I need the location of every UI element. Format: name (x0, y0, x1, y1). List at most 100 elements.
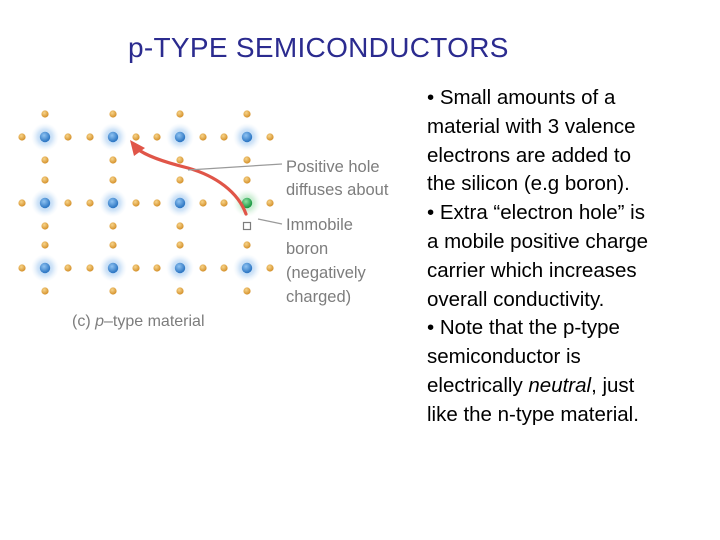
silicon-atom-glow (166, 123, 194, 151)
valence-electron (176, 176, 183, 183)
hole-diffusion-arrowhead (130, 140, 145, 156)
silicon-atom (175, 263, 185, 273)
bullet-1-line-1: • Small amounts of a (427, 84, 711, 113)
valence-electron (220, 199, 227, 206)
valence-electron (266, 199, 273, 206)
valence-electron (41, 287, 48, 294)
valence-electron (132, 264, 139, 271)
valence-electron (41, 176, 48, 183)
boron-atom (242, 198, 252, 208)
bullet-3-line-4: like the n-type material. (427, 401, 711, 430)
valence-electron (176, 110, 183, 117)
slide-title: p-TYPE SEMICONDUCTORS (128, 32, 509, 64)
boron-label-line3: (negatively (286, 264, 367, 282)
silicon-atom-glow (166, 189, 194, 217)
silicon-atom-glow (31, 123, 59, 151)
valence-electron (153, 264, 160, 271)
valence-electron (18, 199, 25, 206)
valence-electron (243, 241, 250, 248)
valence-electron (243, 156, 250, 163)
hole-leader-line (188, 164, 282, 170)
bullet-2-line-4: overall conductivity. (427, 286, 711, 315)
silicon-atom-glow (233, 123, 261, 151)
valence-electron (153, 199, 160, 206)
boron-atom-glow (233, 189, 261, 217)
valence-electron (220, 264, 227, 271)
silicon-atom (40, 132, 50, 142)
bullet-2-line-2: a mobile positive charge (427, 228, 711, 257)
valence-electron (176, 287, 183, 294)
valence-electron (64, 199, 71, 206)
bullet-3-line-3-pre: electrically (427, 374, 528, 397)
valence-electron (243, 287, 250, 294)
boron-label-line4: charged) (286, 288, 351, 306)
hole-label-line1: Positive hole (286, 158, 380, 176)
silicon-atom (175, 132, 185, 142)
valence-electron (176, 222, 183, 229)
valence-electron (199, 133, 206, 140)
valence-electron (18, 133, 25, 140)
valence-electron (109, 156, 116, 163)
diagram-caption: (c) p–type material (72, 313, 205, 330)
valence-electron (132, 199, 139, 206)
valence-electron (266, 133, 273, 140)
valence-electron (199, 199, 206, 206)
bullet-3-line-1: • Note that the p-type (427, 314, 711, 343)
silicon-atom (108, 198, 118, 208)
valence-electron (243, 176, 250, 183)
valence-electron (153, 133, 160, 140)
valence-electron (199, 264, 206, 271)
valence-electron (109, 176, 116, 183)
bullet-3-line-2: semiconductor is (427, 343, 711, 372)
silicon-atom-glow (31, 254, 59, 282)
silicon-atom (175, 198, 185, 208)
valence-electron (86, 264, 93, 271)
silicon-atom-glow (99, 189, 127, 217)
boron-leader-line (258, 219, 282, 224)
silicon-atom (40, 198, 50, 208)
valence-electron (109, 110, 116, 117)
valence-electron (64, 133, 71, 140)
caption-part: (c) (72, 313, 91, 330)
valence-electron (41, 156, 48, 163)
bullet-1-line-4: the silicon (e.g boron). (427, 170, 711, 199)
valence-electron (109, 287, 116, 294)
silicon-atom-glow (31, 189, 59, 217)
crystal-lattice (18, 110, 273, 294)
valence-electron (220, 133, 227, 140)
valence-electron (243, 110, 250, 117)
caption-rest: –type material (104, 313, 205, 330)
valence-electron (41, 110, 48, 117)
silicon-atom-glow (166, 254, 194, 282)
valence-electron (86, 199, 93, 206)
valence-electron (176, 156, 183, 163)
valence-electron (86, 133, 93, 140)
valence-electron (64, 264, 71, 271)
silicon-atom-glow (99, 123, 127, 151)
silicon-atom (242, 132, 252, 142)
valence-electron (109, 222, 116, 229)
silicon-atom (40, 263, 50, 273)
bullet-text-block: • Small amounts of a material with 3 val… (427, 84, 711, 430)
bullet-2-line-1: • Extra “electron hole” is (427, 199, 711, 228)
silicon-atom (108, 132, 118, 142)
valence-electron (18, 264, 25, 271)
bullet-1-line-3: electrons are added to (427, 142, 711, 171)
silicon-atom (242, 263, 252, 273)
bullet-1-line-2: material with 3 valence (427, 113, 711, 142)
boron-label-line2: boron (286, 240, 328, 258)
silicon-atom (108, 263, 118, 273)
silicon-atom-glow (233, 254, 261, 282)
bullet-3-line-3-post: , just (591, 374, 634, 397)
caption-p: p (94, 313, 104, 330)
valence-electron (266, 264, 273, 271)
hole-label-line2: diffuses about (286, 181, 389, 199)
hole-marker (244, 223, 251, 230)
silicon-atom-glow (99, 254, 127, 282)
valence-electron (41, 222, 48, 229)
valence-electron (132, 133, 139, 140)
valence-electron (41, 241, 48, 248)
hole-diffusion-arrow (136, 148, 246, 214)
boron-label-line1: Immobile (286, 216, 353, 234)
bullet-2-line-3: carrier which increases (427, 257, 711, 286)
